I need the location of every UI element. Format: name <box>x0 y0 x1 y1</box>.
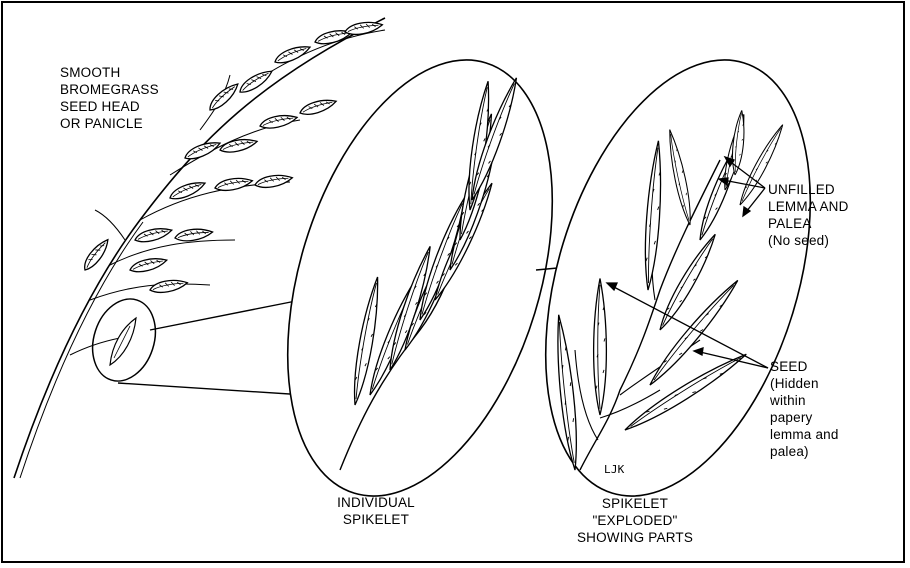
seed-line-5: lemma and <box>770 426 839 443</box>
seed-head-label: SMOOTH BROMEGRASS SEED HEAD OR PANICLE <box>60 64 159 132</box>
exploded-spikelet-label: SPIKELET "EXPLODED" SHOWING PARTS <box>570 495 700 546</box>
unfilled-line-3: PALEA <box>768 215 849 232</box>
seed-line-6: palea) <box>770 443 839 460</box>
seed-line-1: SEED <box>770 358 839 375</box>
seed-head-line-3: SEED HEAD <box>60 98 159 115</box>
seed-line-2: (Hidden <box>770 375 839 392</box>
seed-head-line-2: BROMEGRASS <box>60 81 159 98</box>
individual-spikelet-line-1: INDIVIDUAL <box>318 494 434 511</box>
individual-spikelet-line-2: SPIKELET <box>318 511 434 528</box>
exploded-spikelet-line-2: "EXPLODED" <box>570 512 700 529</box>
artist-signature: LJK <box>604 461 624 478</box>
unfilled-line-4: (No seed) <box>768 232 849 249</box>
exploded-spikelet-line-1: SPIKELET <box>570 495 700 512</box>
seed-head-line-4: OR PANICLE <box>60 115 159 132</box>
unfilled-line-2: LEMMA AND <box>768 198 849 215</box>
unfilled-label: UNFILLED LEMMA AND PALEA (No seed) <box>768 181 849 249</box>
unfilled-line-1: UNFILLED <box>768 181 849 198</box>
individual-spikelet-drawing <box>239 28 600 529</box>
individual-spikelet-label: INDIVIDUAL SPIKELET <box>318 494 434 528</box>
panicle-highlight <box>82 291 305 395</box>
seed-line-4: papery <box>770 409 839 426</box>
exploded-spikelet-line-3: SHOWING PARTS <box>570 529 700 546</box>
seed-line-3: within <box>770 392 839 409</box>
seed-label: SEED (Hidden within papery lemma and pal… <box>770 358 839 460</box>
seed-head-line-1: SMOOTH <box>60 64 159 81</box>
